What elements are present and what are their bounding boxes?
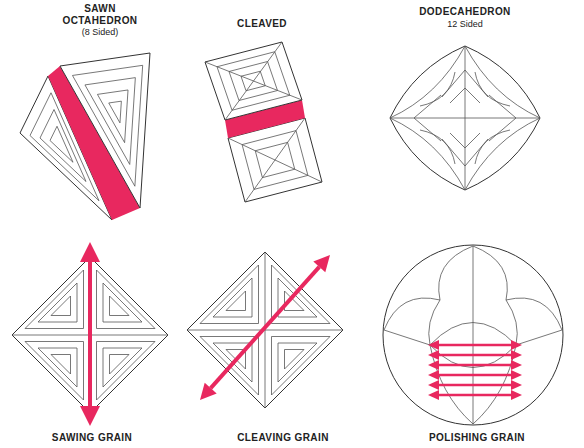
- figure-label: SAWN OCTAHEDRON: [55, 3, 145, 26]
- figure-label: CLEAVING GRAIN: [237, 432, 329, 444]
- figure-label: (8 Sided): [82, 27, 119, 37]
- figure-label: 12 Sided: [447, 19, 483, 29]
- figure-label: POLISHING GRAIN: [429, 432, 525, 444]
- figure-label: SAWING GRAIN: [52, 432, 132, 444]
- figure-label: DODECAHEDRON: [419, 6, 510, 18]
- figure-label: CLEAVED: [237, 18, 287, 30]
